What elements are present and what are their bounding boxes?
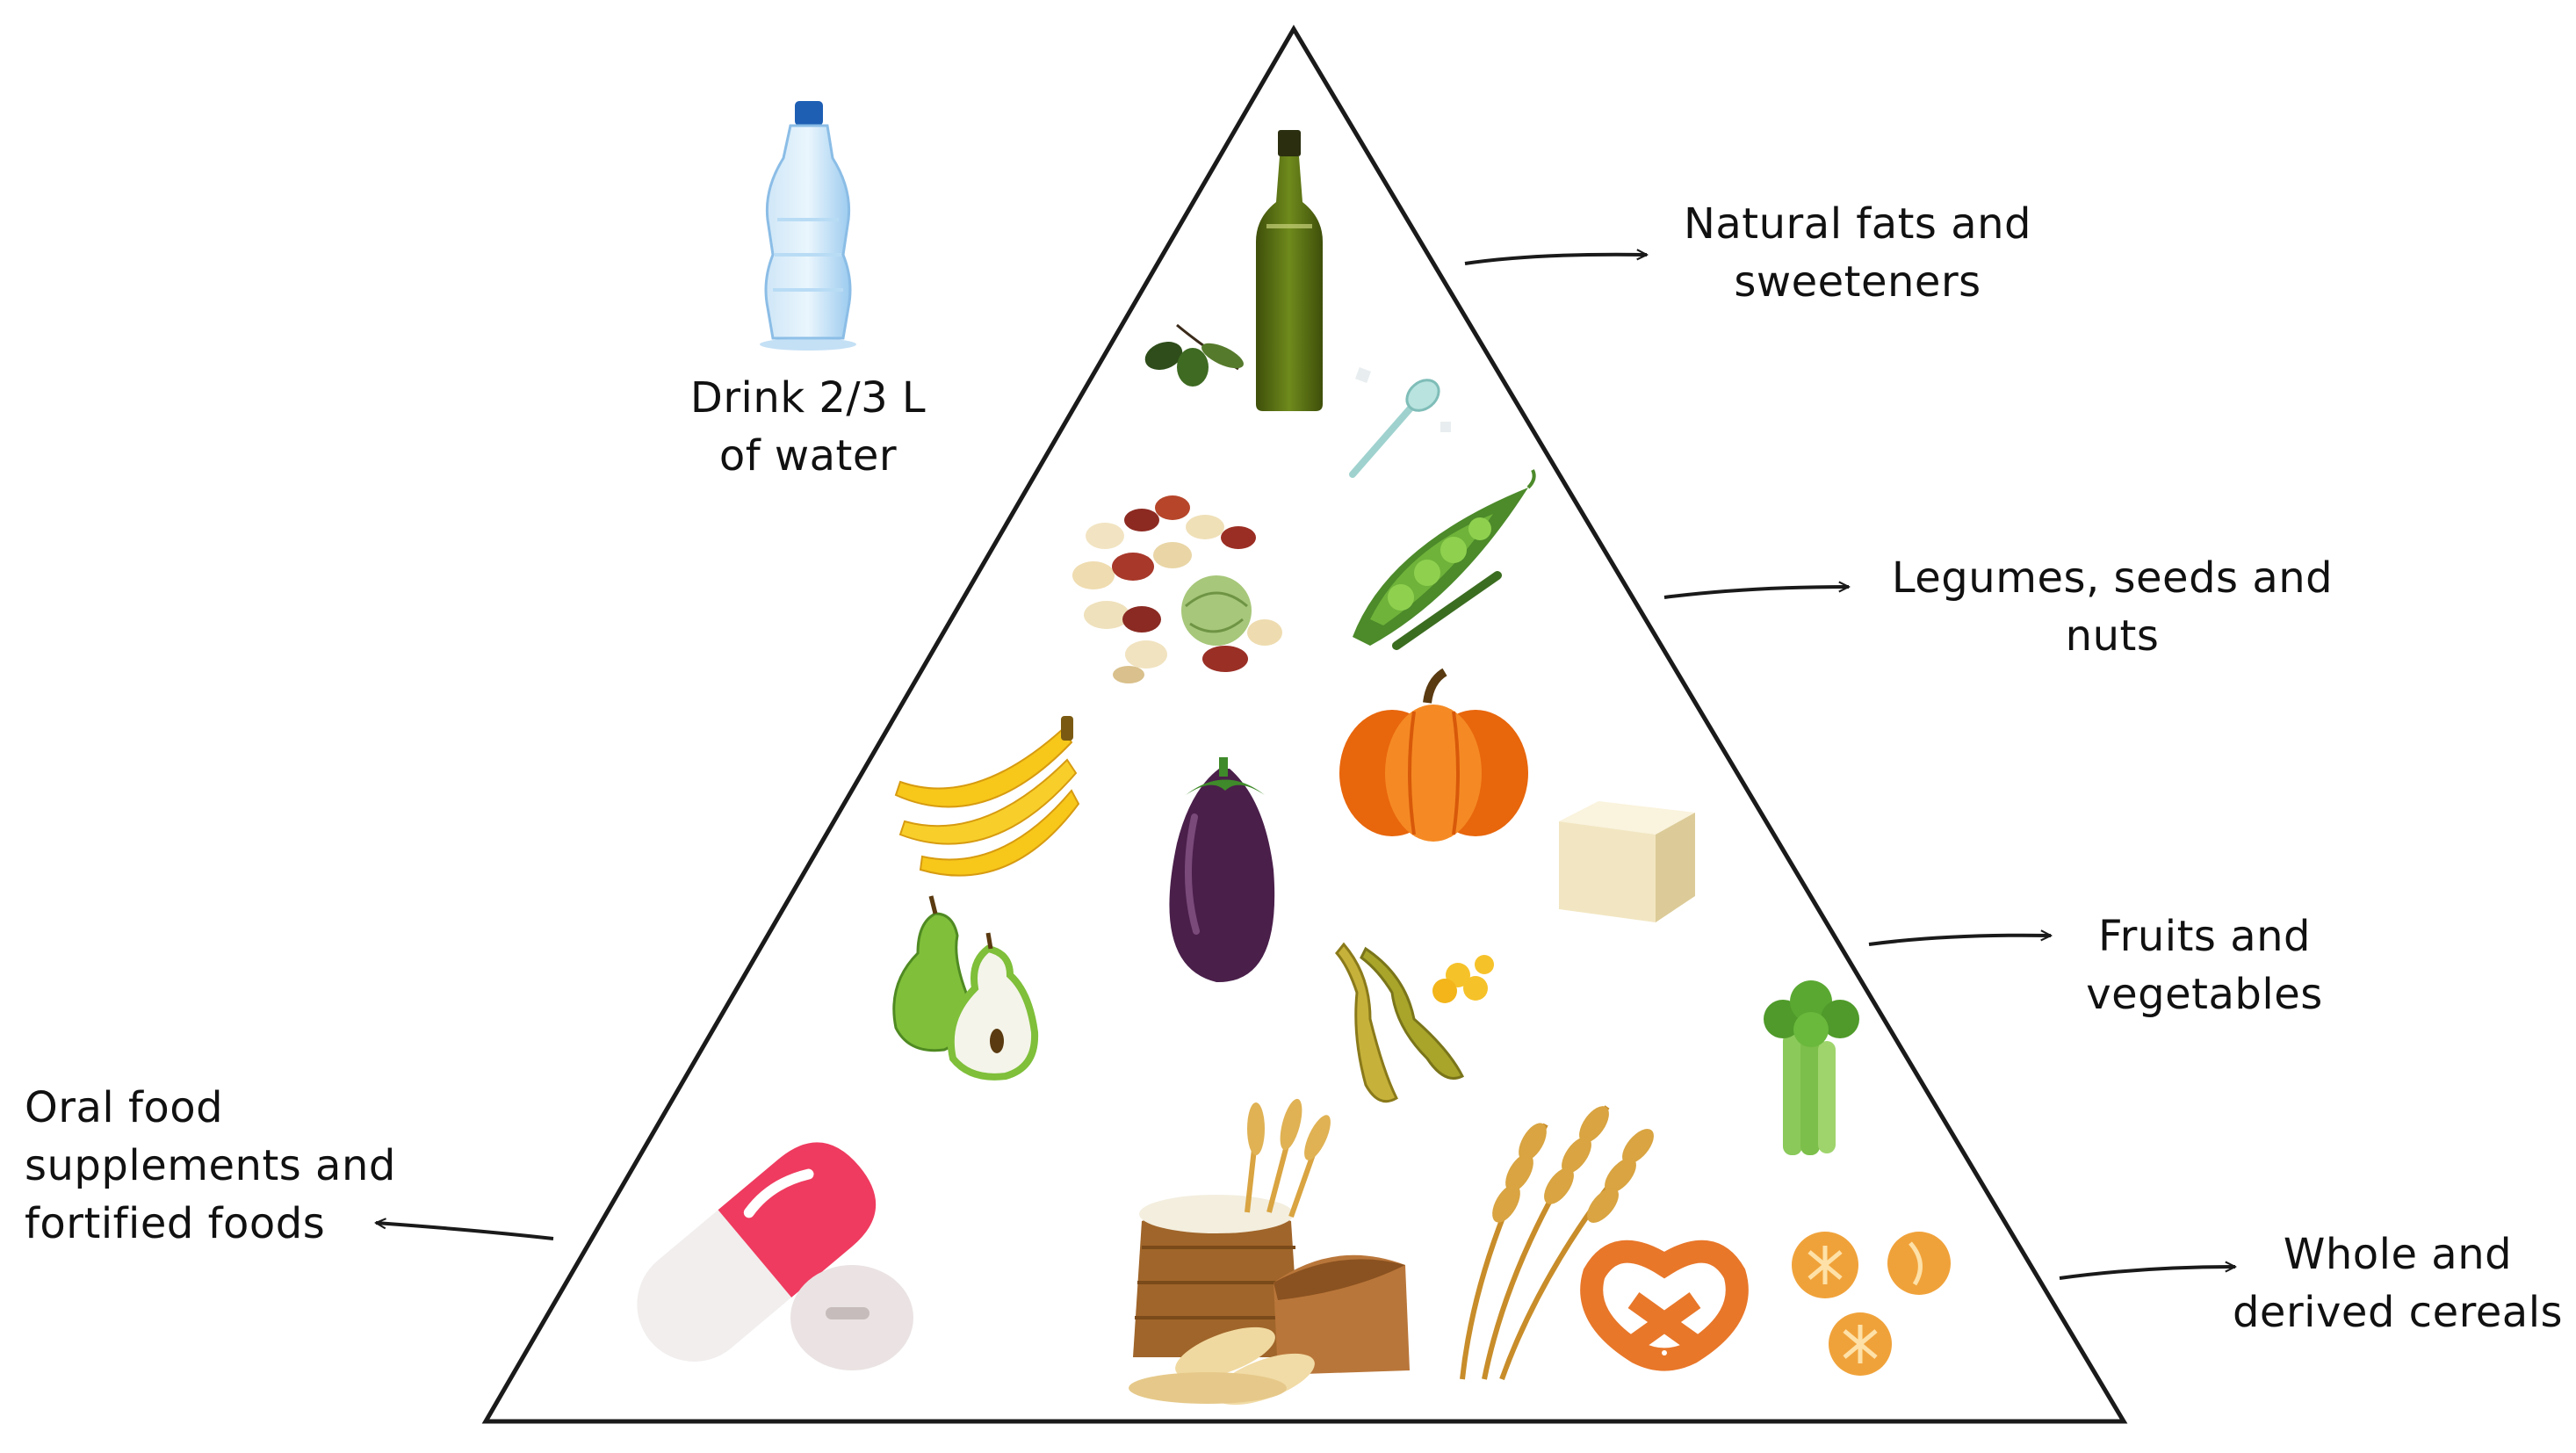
pears-icon <box>892 895 1039 1081</box>
supplements-label: Oral food supplements and fortified food… <box>25 1079 411 1253</box>
tier-label-fruits-line2: vegetables <box>2086 970 2323 1019</box>
arrow-legumes <box>1663 587 1849 599</box>
tier-label-fats-line2: sweeteners <box>1734 257 1981 307</box>
pyramid-outline <box>481 25 2128 1424</box>
olive-oil-bottle-icon <box>1256 130 1323 411</box>
sugar-spoon-icon <box>1349 367 1451 478</box>
mixed-beans-icon <box>1072 495 1282 683</box>
arrow-cereals <box>2059 1267 2235 1280</box>
pretzel-icon <box>1580 1240 1749 1371</box>
supplements-label-line3: fortified foods <box>25 1199 326 1248</box>
grain-sack-bread-icon <box>1129 1098 1410 1406</box>
bread-rolls-icon <box>1792 1232 1951 1376</box>
eggplant-icon <box>1169 757 1275 983</box>
pea-pod-icon <box>1353 469 1536 650</box>
tier-label-fruits-line1: Fruits and <box>2098 912 2311 961</box>
supplement-capsule-icon <box>637 1142 913 1370</box>
tier-label-cereals: Whole and derived cereals <box>2231 1225 2565 1341</box>
tofu-icon <box>1559 801 1695 922</box>
soybean-pod-icon <box>1335 942 1494 1103</box>
water-label-line1: Drink 2/3 L <box>689 373 927 423</box>
tier-label-legumes-line2: nuts <box>2065 611 2160 661</box>
celery-icon <box>1764 980 1859 1155</box>
tier-label-legumes-line1: Legumes, seeds and <box>1891 553 2334 603</box>
bananas-icon <box>894 716 1080 877</box>
water-bottle-icon <box>760 101 856 351</box>
supplements-label-line2: supplements and <box>25 1141 396 1190</box>
water-label-line2: of water <box>718 431 898 481</box>
pumpkin-icon <box>1339 668 1528 842</box>
arrow-fats <box>1464 255 1647 265</box>
tier-label-fats-line1: Natural fats and <box>1683 199 2031 249</box>
supplements-label-line1: Oral food <box>25 1083 224 1132</box>
tier-label-cereals-line1: Whole and <box>2283 1230 2513 1279</box>
olives-icon <box>1144 323 1244 387</box>
water-label: Drink 2/3 L of water <box>663 369 953 485</box>
tier-label-fruits: Fruits and vegetables <box>2055 907 2354 1023</box>
wheat-stalks-icon <box>1460 1105 1654 1381</box>
tier-label-fats: Natural fats and sweeteners <box>1642 195 2073 311</box>
tier-label-legumes: Legumes, seeds and nuts <box>1866 549 2358 665</box>
arrow-fruits <box>1868 936 2051 946</box>
tier-label-cereals-line2: derived cereals <box>2232 1288 2564 1337</box>
arrow-supplements <box>376 1223 554 1240</box>
